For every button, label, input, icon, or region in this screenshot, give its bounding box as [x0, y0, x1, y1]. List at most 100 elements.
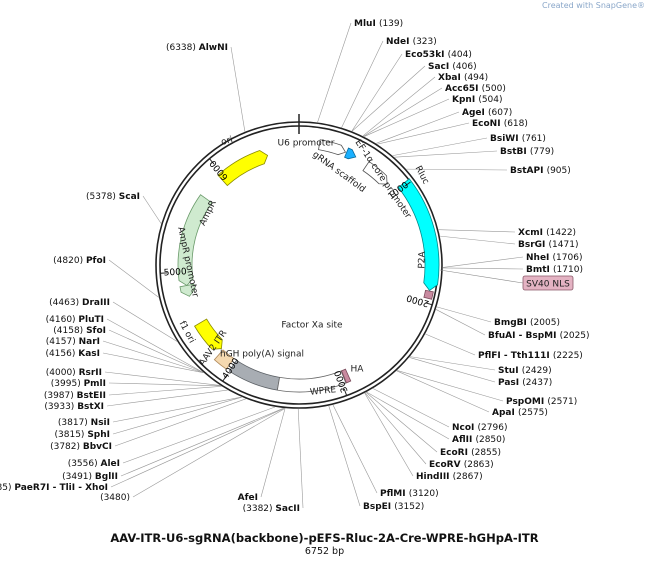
- label-ef1a-core-promoter: EF-1α core promoter: [353, 138, 413, 221]
- leader-sfoi: [108, 329, 204, 373]
- leader-rsrii: [104, 371, 221, 386]
- tick-mark: [343, 388, 348, 396]
- site-position: (406): [452, 62, 476, 72]
- site-bfuai-bspmi: BfuAI - BspMI (2025): [488, 331, 590, 341]
- site-position: (2225): [553, 351, 583, 361]
- site-position: (404): [448, 50, 472, 60]
- site-position: (4156): [45, 349, 78, 359]
- site-name: NsiI: [91, 418, 110, 428]
- leader-pmli: [108, 382, 221, 387]
- site-name: SacII: [275, 504, 300, 514]
- site-name: AflII: [452, 435, 475, 445]
- site-pmli: (3995) PmlI: [51, 379, 106, 389]
- site-sphi: (3815) SphI: [55, 430, 110, 440]
- tick-mark: [404, 181, 411, 187]
- site-name: NarI: [79, 337, 100, 347]
- site-ndei: NdeI (323): [386, 37, 437, 47]
- site-name: KasI: [78, 349, 100, 359]
- leader-ncoi: [372, 388, 450, 428]
- leader-pflfi-tth111i: [425, 333, 476, 356]
- leader-nhei: [442, 256, 524, 268]
- site-name: AlwNI: [199, 43, 228, 53]
- site-name: PasI: [498, 378, 522, 388]
- site-bsiwi: BsiWI (761): [490, 134, 546, 144]
- feature-ampr-promoter: [179, 283, 196, 297]
- site-position: (2025): [560, 331, 590, 341]
- site-position: (139): [379, 19, 403, 29]
- leader-bstbi: [394, 150, 498, 158]
- site-position: (2855): [471, 448, 501, 458]
- site-position: (3152): [394, 502, 424, 512]
- backbone-outer-ring: [155, 121, 443, 409]
- site-eco53ki: Eco53kI (404): [405, 50, 472, 60]
- site-position: (3782): [50, 442, 83, 452]
- site-position: (6338): [166, 43, 199, 53]
- site-hindiii: HindIII (2867): [416, 472, 483, 482]
- leader-kasi: [102, 352, 204, 373]
- site-position: (2850): [475, 435, 505, 445]
- site-position: (2571): [547, 397, 577, 407]
- site-bstapi: BstAPI (905): [510, 166, 571, 176]
- plasmid-title: AAV-ITR-U6-sgRNA(backbone)-pEFS-Rluc-2A-…: [110, 531, 539, 545]
- feature-hgh-poly-a-signal: [228, 359, 281, 391]
- site-layer: MluI (139)NdeI (323)Eco53kI (404)SacI (4…: [0, 19, 590, 514]
- site-position: (504): [478, 95, 502, 105]
- site-position: (1422): [546, 228, 576, 238]
- site-position: (4463): [49, 298, 82, 308]
- site-name: PflMI: [380, 489, 409, 499]
- label-grna-scaffold: gRNA scaffold: [310, 150, 367, 195]
- feature-u6-promoter: [318, 139, 347, 156]
- site-draiii: (4463) DraIII: [49, 298, 110, 308]
- site-sfoi: (4158) SfoI: [53, 326, 106, 336]
- site-name: PflFI - Tth111I: [478, 351, 553, 361]
- site-bstxi: (3933) BstXI: [44, 402, 104, 412]
- label-f1-ori: f1 ori: [177, 320, 197, 345]
- site-name: BspEI: [363, 502, 394, 512]
- site-bbvci: (3782) BbvCI: [50, 442, 112, 452]
- site-bspei: BspEI (3152): [363, 502, 424, 512]
- leader-xbai: [362, 76, 436, 137]
- leader-aflii: [366, 391, 450, 440]
- site-name: NheI: [526, 253, 553, 263]
- leader-paer7i-tlii-xhoi: [110, 407, 285, 488]
- sv40-leader: [439, 269, 524, 284]
- leader-ecorv: [364, 392, 427, 465]
- site-afei: AfeI: [238, 493, 258, 503]
- site-name: HindIII: [416, 472, 453, 482]
- site-position: (500): [482, 84, 506, 94]
- site-pflfi-tth111i: PflFI - Tth111I (2225): [478, 351, 583, 361]
- site-position: (4000): [46, 368, 79, 378]
- label-p2a: P2A: [417, 250, 428, 268]
- site-name: ScaI: [119, 192, 140, 202]
- site-name: NcoI: [452, 423, 478, 433]
- site-position: (2575): [518, 408, 548, 418]
- tick-mark: [222, 375, 228, 382]
- site-bstbi: BstBI (779): [500, 147, 554, 157]
- label-wpre: WPRE: [309, 385, 336, 398]
- site-apai: ApaI (2575): [492, 408, 548, 418]
- site-rsrii: (4000) RsrII: [46, 368, 102, 378]
- site-kpni: KpnI (504): [452, 95, 503, 105]
- site-name: AleI: [100, 459, 120, 469]
- tick-mark: [209, 158, 215, 165]
- site-position: (1706): [553, 253, 583, 263]
- site-ncoi: NcoI (2796): [452, 423, 507, 433]
- label-u6-promoter: U6 promoter: [278, 139, 335, 149]
- feature-f1-ori: [194, 318, 223, 350]
- feature-ef-1-core-promoter: [362, 160, 388, 185]
- site-paer7i-tlii-xhoi: (3485) PaeR7I - TliI - XhoI: [0, 483, 108, 493]
- site-name: BmtI: [526, 265, 553, 275]
- site-ecori: EcoRI (2855): [440, 448, 501, 458]
- leader-ecori: [365, 392, 438, 453]
- site-position: (607): [488, 108, 512, 118]
- site-pluti: (4160) PluTI: [46, 315, 104, 325]
- site-aflii: AflII (2850): [452, 435, 505, 445]
- leader-bstxi: [106, 389, 228, 407]
- label-factor-xa-site: Factor Xa site: [281, 321, 343, 331]
- site-position: (494): [464, 73, 488, 83]
- leader-position-only: [132, 408, 286, 498]
- leader-bbvci: [114, 398, 246, 447]
- site-position: (4820): [53, 256, 86, 266]
- leader-alwni: [230, 46, 246, 132]
- site-position: (761): [522, 134, 546, 144]
